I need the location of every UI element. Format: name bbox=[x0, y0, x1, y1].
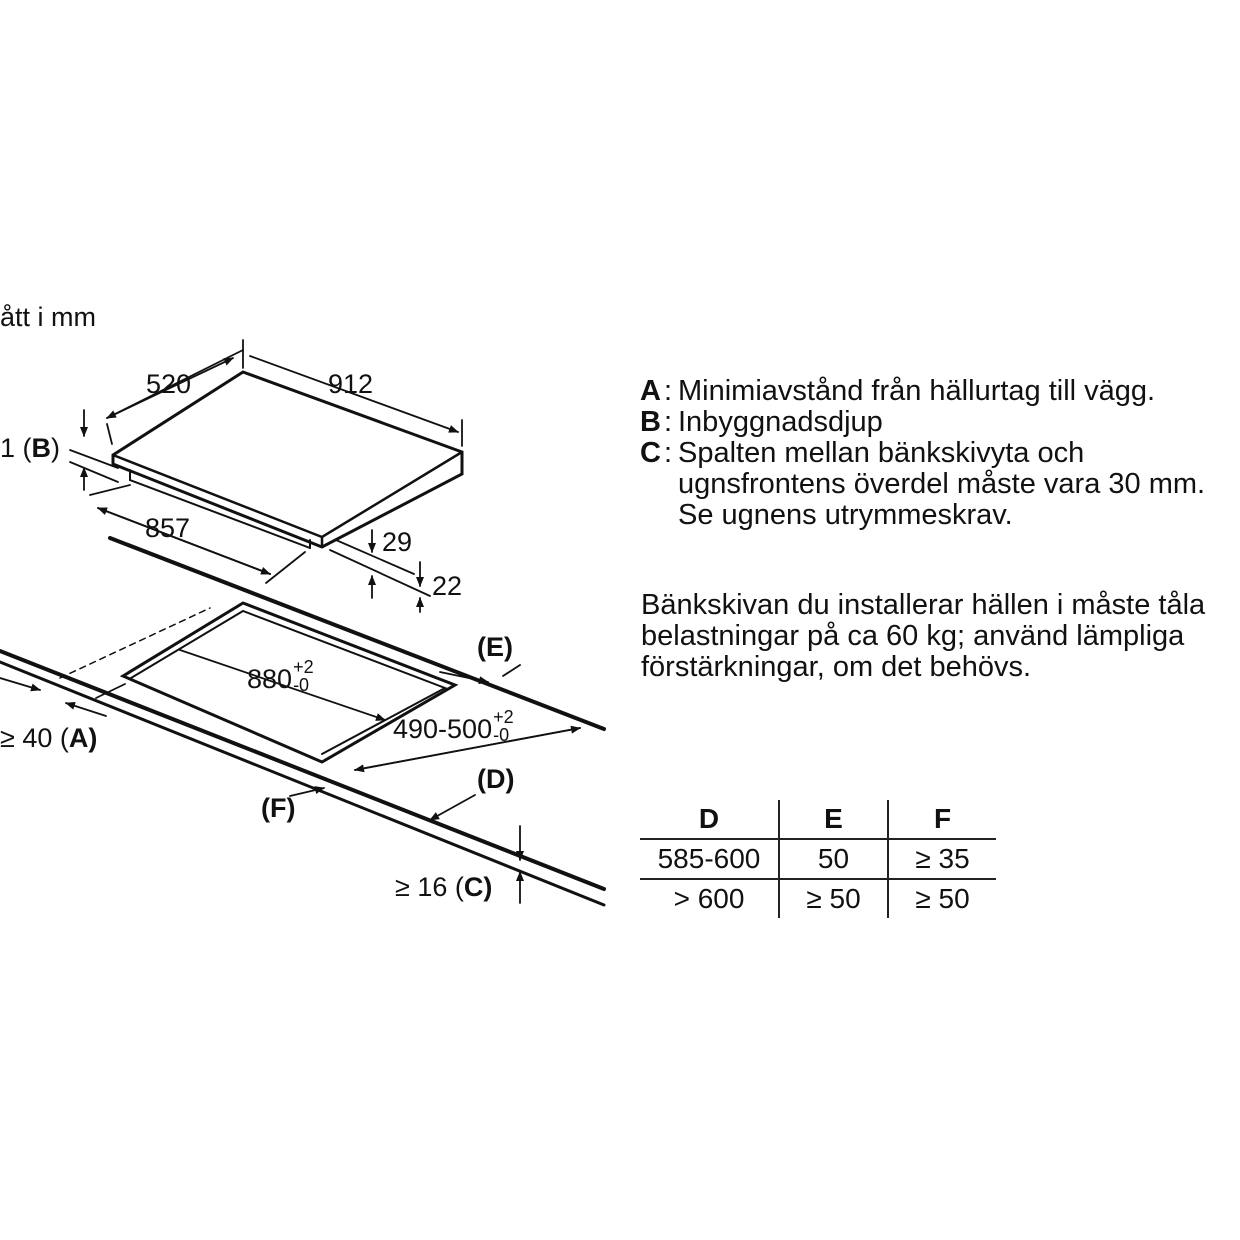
label-f: (F) bbox=[261, 793, 296, 823]
legend-colon: : bbox=[664, 406, 673, 438]
legend-colon bbox=[664, 469, 678, 500]
table-row: 585-600 50 ≥ 35 bbox=[640, 838, 996, 879]
label-c: ≥ 16 (C) bbox=[395, 872, 493, 902]
legend-colon: : bbox=[664, 437, 673, 469]
dim-880-label: 880+2-0 bbox=[247, 657, 314, 695]
note-line: belastningar på ca 60 kg; använd lämplig… bbox=[641, 620, 1185, 652]
legend-colon bbox=[664, 500, 678, 531]
legend-key: C bbox=[640, 437, 661, 469]
countertop bbox=[0, 536, 606, 907]
table-header: D bbox=[698, 803, 720, 834]
table-header: F bbox=[887, 800, 996, 839]
dimension-f bbox=[289, 786, 325, 797]
dim-22-label: 22 bbox=[432, 571, 463, 601]
label-e: (E) bbox=[477, 632, 513, 662]
table-header: E bbox=[778, 800, 888, 839]
dim-29-label: 29 bbox=[382, 527, 413, 557]
dim-b-label: 1 ()B) bbox=[0, 433, 61, 463]
units-caption: ått i mm bbox=[0, 302, 97, 332]
dimension-880 bbox=[179, 649, 386, 721]
load-note: Bänkskivan du installerar hällen i måste… bbox=[641, 590, 1205, 683]
table-cell: 585-600 bbox=[640, 838, 779, 879]
table-cell: ≥ 50 bbox=[887, 878, 996, 918]
dim-912-label: 912 bbox=[328, 369, 374, 399]
table-cell: > 600 bbox=[640, 878, 779, 918]
label-a: ≥ 40 (A) bbox=[0, 723, 98, 753]
legend-item: C:Spalten mellan bänkskivyta och bbox=[640, 438, 1205, 469]
dimension-b bbox=[69, 409, 119, 491]
table-cell: ≥ 50 bbox=[778, 878, 888, 918]
legend-text: Minimiavstånd från hällurtag till vägg. bbox=[678, 375, 1156, 407]
dimension-e bbox=[439, 664, 521, 685]
dim-490-500-label: 490-500+2-0 bbox=[393, 707, 514, 745]
legend-key bbox=[640, 469, 664, 500]
table-cell: 50 bbox=[778, 838, 888, 879]
legend-item: ugnsfrontens överdel måste vara 30 mm. bbox=[640, 469, 1205, 500]
note-line: Bänkskivan du installerar hällen i måste… bbox=[641, 589, 1206, 621]
legend-colon: : bbox=[664, 375, 673, 407]
dim-857-label: 857 bbox=[145, 513, 191, 543]
legend-key: B bbox=[640, 406, 661, 438]
legend-item: A:Minimiavstånd från hällurtag till vägg… bbox=[640, 376, 1205, 407]
table-cell: ≥ 35 bbox=[887, 838, 996, 879]
dim-520-label: 520 bbox=[146, 369, 192, 399]
legend-key bbox=[640, 500, 664, 531]
hob-plate bbox=[111, 370, 464, 549]
wall-reference-line bbox=[59, 607, 211, 679]
dimension-hob-top bbox=[106, 339, 463, 447]
dimension-29-22 bbox=[329, 529, 431, 613]
table-row: > 600 ≥ 50 ≥ 50 bbox=[640, 878, 996, 918]
distance-table: D E F 585-600 50 ≥ 35 > 600 ≥ 50 ≥ 50 bbox=[640, 800, 996, 918]
dimension-a bbox=[0, 677, 126, 717]
dimension-490-500 bbox=[354, 725, 581, 773]
legend-text: Inbyggnadsdjup bbox=[678, 406, 883, 438]
legend-item: B:Inbyggnadsdjup bbox=[640, 407, 1205, 438]
legend-item: Se ugnens utrymmeskrav. bbox=[640, 500, 1205, 531]
legend-text: ugnsfrontens överdel måste vara 30 mm. bbox=[678, 468, 1206, 500]
dimension-d bbox=[429, 794, 476, 821]
legend: A:Minimiavstånd från hällurtag till vägg… bbox=[640, 376, 1205, 531]
legend-key: A bbox=[640, 375, 661, 407]
dimension-857 bbox=[89, 484, 306, 584]
note-line: förstärkningar, om det behövs. bbox=[641, 651, 1032, 683]
legend-text: Spalten mellan bänkskivyta och bbox=[678, 437, 1085, 469]
legend-text: Se ugnens utrymmeskrav. bbox=[678, 499, 1013, 531]
label-d: (D) bbox=[477, 764, 515, 794]
